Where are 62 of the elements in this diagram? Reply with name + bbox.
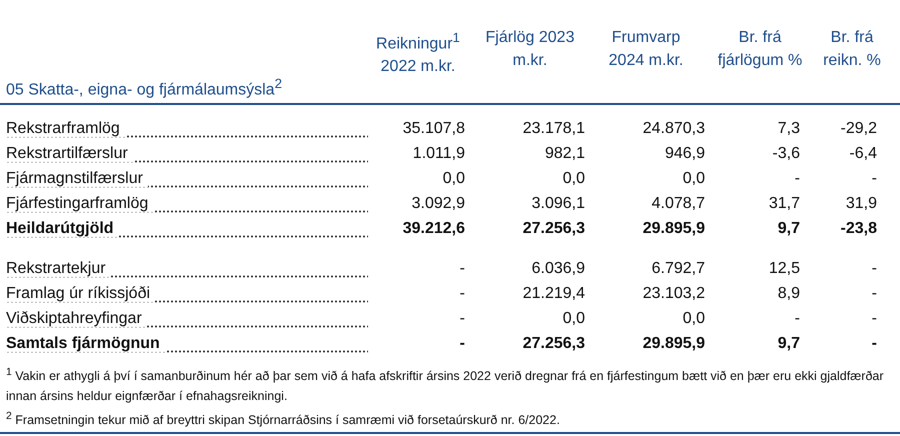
numeric-value: 35.107,8 <box>402 120 465 138</box>
numeric-value: - <box>794 170 800 188</box>
row-label: Rekstrartilfærslur <box>6 145 133 162</box>
numeric-value: 31,9 <box>846 195 877 213</box>
numeric-value: 9,7 <box>778 335 800 353</box>
numeric-value: 29.895,9 <box>642 220 705 238</box>
footnote: $^{2}$ Framsetningin tekur mið af breyttri skipan Stjórnarráðsins í samræmi við forsetaúrskurð nr. 6/2022. <box>6 410 561 430</box>
numeric-value: -3,6 <box>772 145 800 163</box>
numeric-value: 9,7 <box>778 220 800 238</box>
numeric-value: - <box>460 310 465 328</box>
column-header: Br. frá reikn. % <box>822 28 882 71</box>
numeric-value: 982,1 <box>544 145 585 163</box>
numeric-value: -6,4 <box>849 145 877 163</box>
numeric-value: 31,7 <box>768 195 800 213</box>
numeric-value: 4.078,7 <box>652 195 705 213</box>
column-header: Reikningur$^{1}$ 2022 m.kr. <box>375 29 461 78</box>
row-label: Heildarútgjöld <box>6 220 119 237</box>
numeric-value: 6.792,7 <box>652 260 705 278</box>
numeric-value: 29.895,9 <box>642 335 705 353</box>
row-label: Fjármagnstilfærslur <box>6 170 148 187</box>
row-label: Viðskiptahreyfingar <box>6 310 147 327</box>
numeric-value: 3.092,9 <box>412 195 465 213</box>
numeric-value: 3.096,1 <box>532 195 585 213</box>
numeric-value: 1.011,9 <box>412 145 465 163</box>
column-header: Fjárlög 2023 m.kr. <box>485 28 575 71</box>
numeric-value: - <box>872 310 877 328</box>
table-heading: 05 Skatta-, eigna- og fjármálaumsýsla$^{2}$ <box>6 75 282 100</box>
numeric-value: - <box>872 260 877 278</box>
row-label: Rekstrarframlög <box>6 120 125 137</box>
numeric-value: 0,0 <box>682 170 705 188</box>
numeric-value: 7,3 <box>778 120 800 138</box>
numeric-value: 23.103,2 <box>642 285 705 303</box>
numeric-value: 946,9 <box>664 145 705 163</box>
column-header: Br. frá fjárlögum % <box>716 28 804 71</box>
numeric-value: - <box>872 335 877 353</box>
numeric-value: 0,0 <box>562 170 585 188</box>
numeric-value: - <box>872 170 877 188</box>
numeric-value: 27.256,3 <box>522 220 585 238</box>
row-label: Rekstrartekjur <box>6 260 111 277</box>
numeric-value: 0,0 <box>682 310 705 328</box>
column-header: Frumvarp 2024 m.kr. <box>608 28 684 71</box>
numeric-value: 21.219,4 <box>522 285 585 303</box>
numeric-value: 12,5 <box>768 260 800 278</box>
numeric-value: 0,0 <box>562 310 585 328</box>
row-label: Samtals fjármögnun <box>6 335 165 352</box>
numeric-value: 39.212,6 <box>402 220 465 238</box>
numeric-value: -23,8 <box>840 220 877 238</box>
numeric-value: - <box>460 260 465 278</box>
numeric-value: 23.178,1 <box>522 120 585 138</box>
numeric-value: 0,0 <box>442 170 465 188</box>
row-label: Fjárfestingarframlög <box>6 195 154 212</box>
numeric-value: 27.256,3 <box>522 335 585 353</box>
numeric-value: 24.870,3 <box>642 120 705 138</box>
row-label: Framlag úr ríkissjóði <box>6 285 156 302</box>
footnote: $^{1}$ Vakin er athygli á því í samanburðinum hér að þar sem við á hafa afskriftir ársins 2022 verið dregnar frá en fjárfestingum bætt við en þær eru ekki gjaldfærðar innan ársins heldur eignfærðar í efnahagsreikningi. <box>6 366 885 406</box>
numeric-value: -29,2 <box>840 120 877 138</box>
numeric-value: 6.036,9 <box>532 260 585 278</box>
numeric-value: - <box>794 310 800 328</box>
numeric-value: - <box>872 285 877 303</box>
numeric-value: - <box>460 335 465 353</box>
numeric-value: 8,9 <box>778 285 800 303</box>
numeric-value: - <box>460 285 465 303</box>
